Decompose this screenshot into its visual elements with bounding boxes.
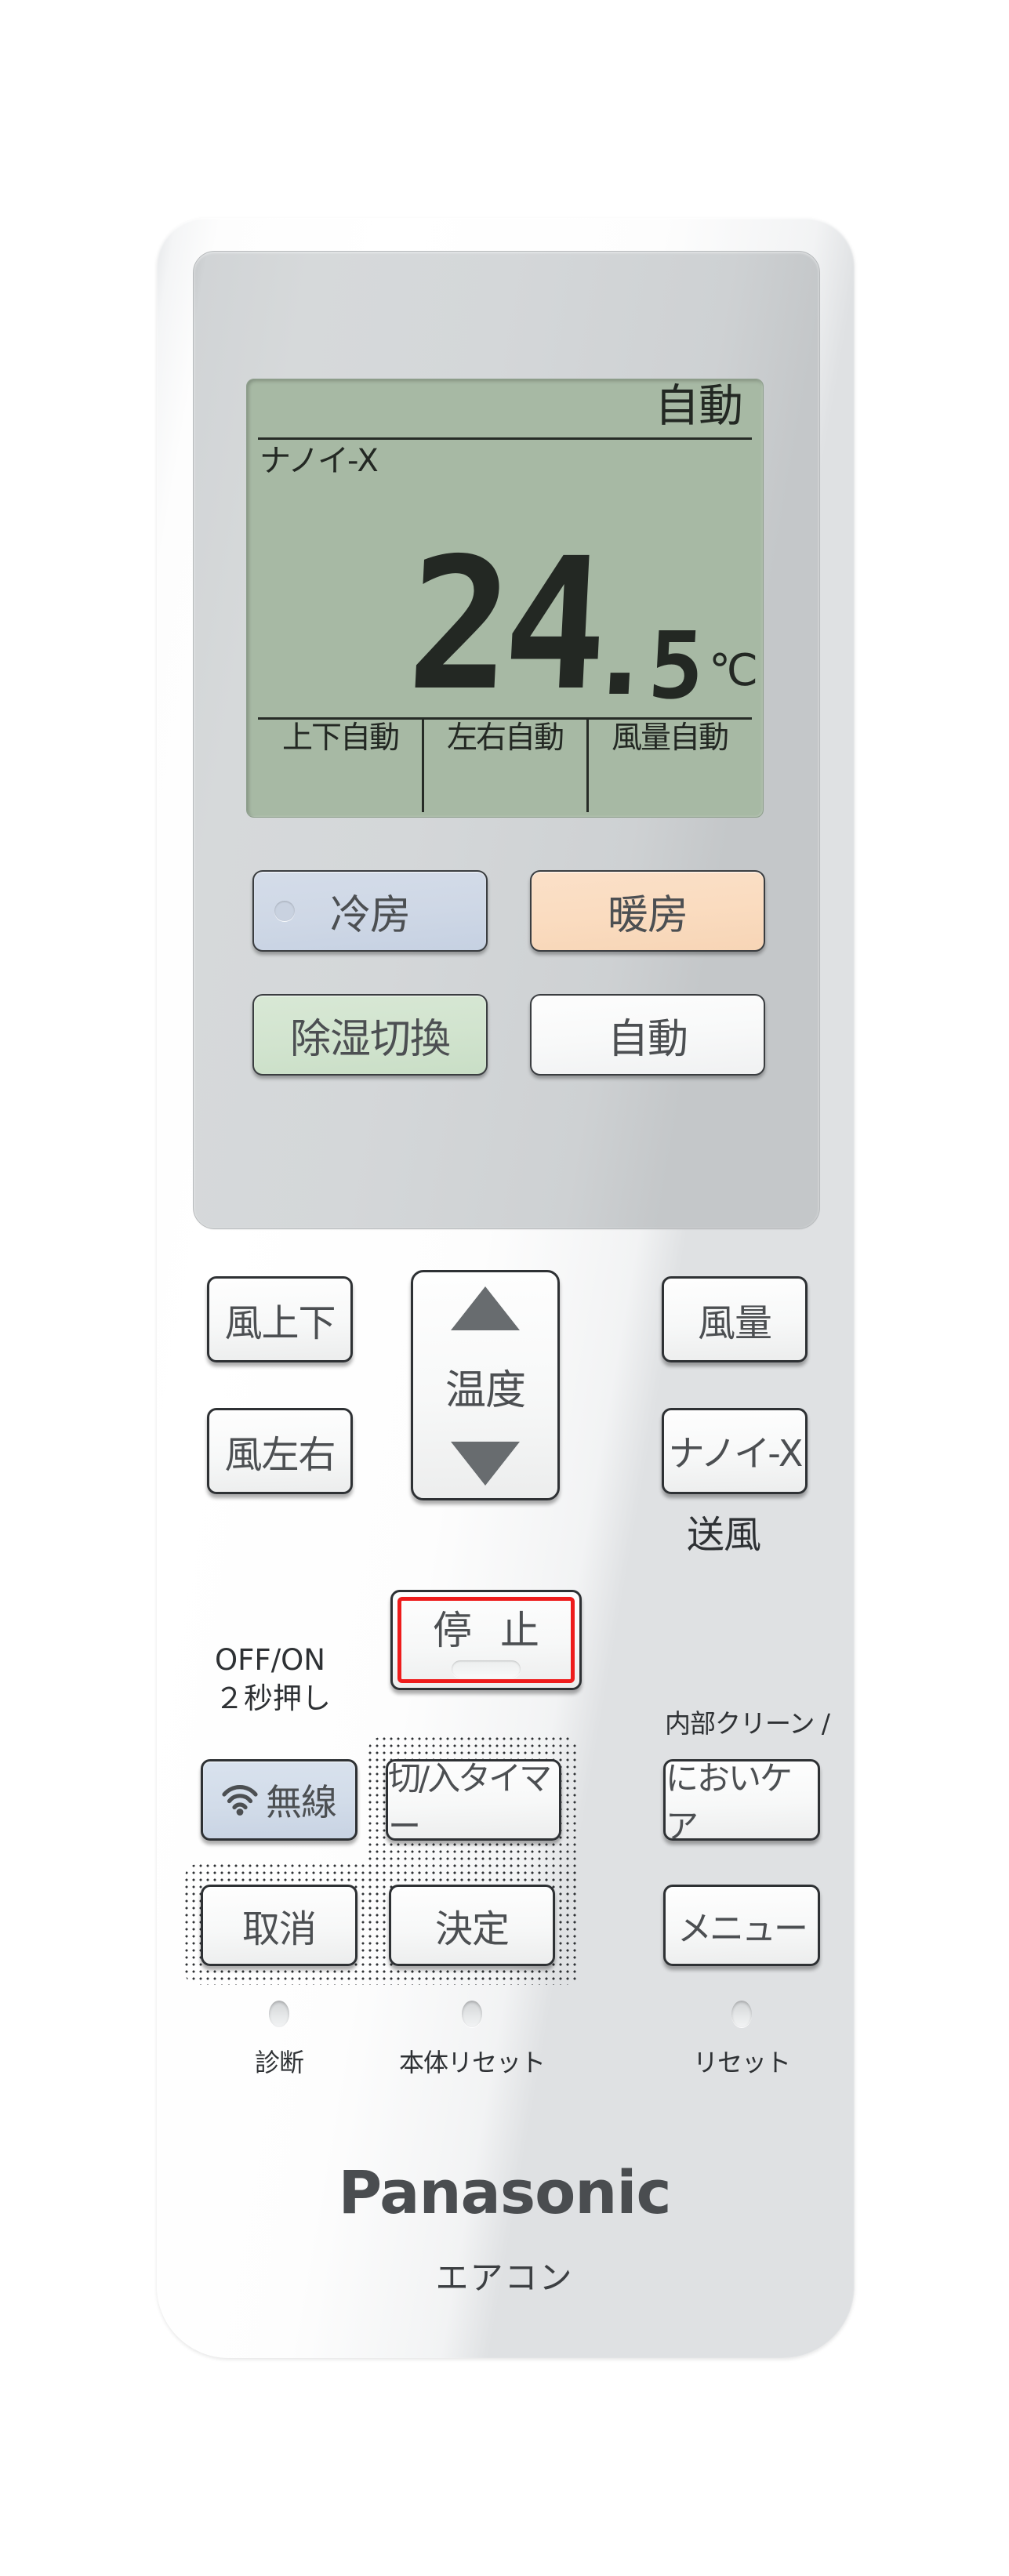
internal-clean-label: 内部クリーン / xyxy=(665,1708,830,1739)
menu-button[interactable]: メニュー xyxy=(663,1885,820,1966)
airflow-volume-label: 風量 xyxy=(697,1301,772,1345)
diagnostic-label: 診断 xyxy=(254,2048,304,2077)
diagnostic-pinhole-icon[interactable] xyxy=(269,2001,289,2027)
wifi-icon xyxy=(222,1785,258,1816)
confirm-button[interactable]: 決定 xyxy=(389,1885,555,1966)
lcd-temperature-readout: 24 . 5 ℃ xyxy=(247,472,758,731)
reset-pinhole-icon[interactable] xyxy=(731,2001,752,2027)
lcd-nanoe-indicator: ナノイ-X xyxy=(260,443,379,479)
off-on-hold-label: OFF/ON ２秒押し xyxy=(215,1643,331,1715)
mode-button-cooling[interactable]: 冷房 xyxy=(252,870,488,952)
confirm-label: 決定 xyxy=(434,1907,510,1951)
cancel-button[interactable]: 取消 xyxy=(201,1885,358,1966)
mode-button-heating[interactable]: 暖房 xyxy=(530,870,765,952)
lcd-status-updown: 上下自動 xyxy=(281,720,400,756)
mode-button-dehumidify[interactable]: 除湿切換 xyxy=(252,994,488,1076)
lcd-status-airvolume: 風量自動 xyxy=(586,720,752,817)
lcd-status-leftright: 左右自動 xyxy=(422,720,587,817)
wireless-label: 無線 xyxy=(266,1781,337,1823)
odor-care-label: においケア xyxy=(666,1759,793,1845)
lcd-temp-unit: ℃ xyxy=(709,645,758,696)
triangle-down-icon[interactable] xyxy=(451,1442,520,1486)
stop-button[interactable]: 停 止 xyxy=(390,1590,582,1690)
cancel-label: 取消 xyxy=(241,1907,317,1951)
lcd-divider-top xyxy=(258,437,752,440)
mode-button-heating-label: 暖房 xyxy=(607,891,688,939)
reset-label: リセット xyxy=(692,2048,791,2077)
wireless-button[interactable]: 無線 xyxy=(201,1759,358,1841)
airflow-updown-button[interactable]: 風上下 xyxy=(207,1276,353,1362)
lcd-display: 自動 ナノイ-X 24 . 5 ℃ 上下自動 左右自動 風量自動 xyxy=(246,379,764,818)
nanoe-x-label: ナノイ-X xyxy=(668,1432,804,1475)
stop-button-red-frame: 停 止 xyxy=(397,1597,575,1683)
fan-only-label: 送風 xyxy=(687,1513,761,1557)
timer-label: 切/入タイマー xyxy=(388,1759,552,1845)
timer-button[interactable]: 切/入タイマー xyxy=(386,1759,561,1845)
brand-logo: Panasonic xyxy=(338,2157,672,2227)
device-category-label: エアコン xyxy=(435,2259,574,2297)
lcd-status-row: 上下自動 左右自動 風量自動 xyxy=(258,720,752,817)
odor-care-button[interactable]: においケア xyxy=(663,1759,820,1845)
stop-button-pill-icon xyxy=(452,1660,521,1678)
lcd-mode-indicator: 自動 xyxy=(655,380,743,432)
temperature-rocker[interactable]: 温度 xyxy=(411,1270,560,1500)
triangle-up-icon[interactable] xyxy=(451,1286,520,1330)
airflow-volume-button[interactable]: 風量 xyxy=(662,1276,808,1362)
mode-button-cooling-label: 冷房 xyxy=(329,891,411,939)
cooling-indicator-icon xyxy=(274,901,295,921)
nanoe-x-button[interactable]: ナノイ-X xyxy=(662,1408,808,1494)
unit-reset-label: 本体リセット xyxy=(398,2048,546,2077)
lcd-temp-fraction: 5 xyxy=(645,611,707,720)
airflow-updown-label: 風上下 xyxy=(224,1301,336,1345)
mode-button-dehumidify-label: 除湿切換 xyxy=(289,1015,451,1063)
unit-reset-pinhole-icon[interactable] xyxy=(462,2001,482,2027)
lcd-divider-bottom xyxy=(258,717,752,720)
lcd-temp-integer: 24 xyxy=(403,518,606,731)
airflow-leftright-label: 風左右 xyxy=(224,1433,336,1477)
stop-button-label: 停 止 xyxy=(433,1608,547,1653)
airflow-leftright-button[interactable]: 風左右 xyxy=(207,1408,353,1494)
mode-button-auto[interactable]: 自動 xyxy=(530,994,765,1076)
mode-button-auto-label: 自動 xyxy=(607,1015,688,1063)
menu-label: メニュー xyxy=(677,1909,808,1949)
temperature-label: 温度 xyxy=(445,1366,526,1414)
